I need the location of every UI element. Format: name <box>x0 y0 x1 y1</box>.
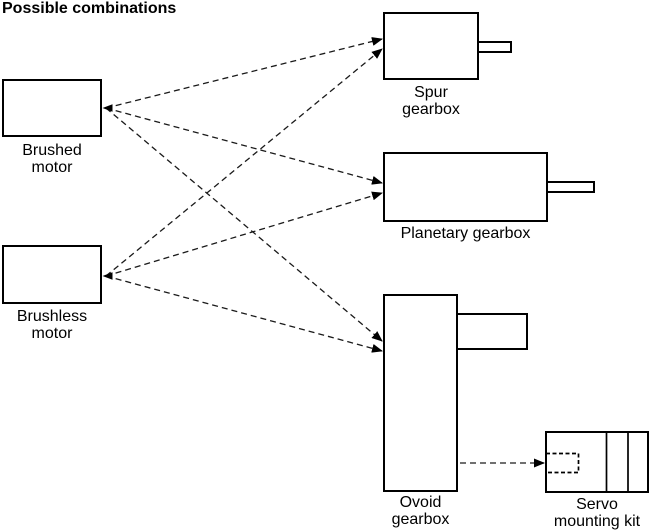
node-servo-mounting-kit-label: Servo mounting kit <box>553 496 641 530</box>
spur-gearbox-shaft <box>477 41 512 53</box>
planetary-gearbox-shaft <box>546 181 595 193</box>
node-brushed-motor-label: Brushed motor <box>22 142 82 176</box>
node-planetary-gearbox <box>383 152 548 222</box>
connector-brushed-motor-to-ovoid-gearbox <box>105 107 383 342</box>
ovoid-gearbox-output-block <box>456 313 528 350</box>
diagram-title: Possible combinations <box>2 0 177 17</box>
node-planetary-gearbox-label: Planetary gearbox <box>400 225 531 242</box>
node-brushless-motor <box>2 245 102 304</box>
arrowhead-into-brushless-motor <box>102 272 113 280</box>
node-spur-gearbox <box>383 12 479 80</box>
node-spur-gearbox-label: Spur gearbox <box>402 84 460 118</box>
connector-brushless-motor-to-spur-gearbox <box>105 48 383 277</box>
node-ovoid-gearbox-label: Ovoid gearbox <box>391 494 450 528</box>
connector-brushed-motor-to-planetary-gearbox <box>105 107 383 185</box>
connector-brushless-motor-to-planetary-gearbox <box>105 191 383 277</box>
node-ovoid-gearbox <box>383 294 458 492</box>
arrowhead-into-brushed-motor <box>102 104 113 112</box>
connector-brushed-motor-to-spur-gearbox <box>105 37 383 109</box>
connector-brushless-motor-to-ovoid-gearbox <box>105 275 383 353</box>
node-brushed-motor <box>2 79 102 137</box>
node-servo-mounting-kit <box>545 431 649 493</box>
node-brushless-motor-label: Brushless motor <box>16 308 88 342</box>
